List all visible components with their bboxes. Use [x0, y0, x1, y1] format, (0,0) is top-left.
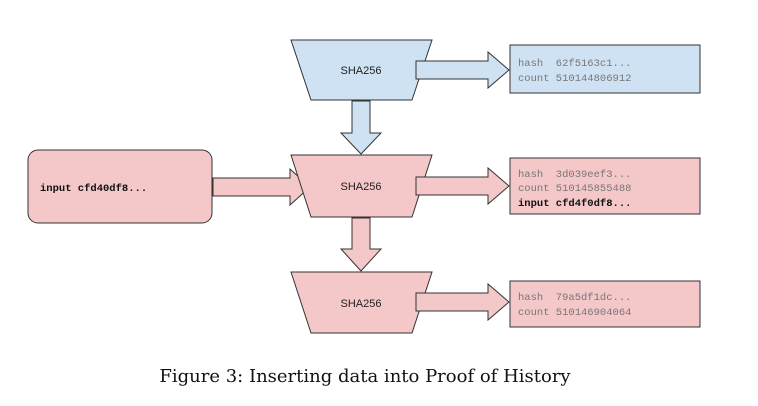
output-1-box	[509, 44, 701, 94]
arrow-hasher-1-to-output-1	[415, 50, 510, 90]
data-input-text: input cfd40df8...	[40, 183, 147, 195]
output-1-count: count 510144806912	[518, 73, 631, 85]
arrow-hasher-2-to-output-2	[415, 166, 510, 206]
hasher-3-trapezoid	[290, 271, 433, 334]
output-3-hash: hash 79a5df1dc...	[518, 292, 631, 304]
output-1-hash: hash 62f5163c1...	[518, 58, 631, 70]
data-input-box	[27, 149, 213, 224]
data-input-node: input cfd40df8...	[27, 149, 213, 224]
output-3-count: count 510146904064	[518, 307, 631, 319]
arrow-hasher-2-to-hasher-3	[339, 217, 383, 272]
hasher-2-label: SHA256	[341, 181, 382, 193]
output-2-input: input cfd4f0df8...	[518, 198, 631, 210]
hasher-3-node: SHA256	[290, 271, 433, 334]
hasher-1-trapezoid	[290, 39, 433, 101]
arrow-hasher-3-to-output-3	[415, 282, 510, 322]
output-3-node: hash 79a5df1dc... count 510146904064	[509, 280, 701, 328]
hasher-1-label: SHA256	[341, 65, 382, 77]
hasher-3-label: SHA256	[341, 298, 382, 310]
output-3-box	[509, 280, 701, 328]
figure-caption: Figure 3: Inserting data into Proof of H…	[159, 366, 571, 387]
hasher-1-node: SHA256	[290, 39, 433, 101]
output-2-node: hash 3d039eef3... count 510145855488 inp…	[509, 157, 701, 215]
output-2-box	[509, 157, 701, 215]
output-2-hash: hash 3d039eef3...	[518, 169, 631, 181]
hasher-2-trapezoid	[290, 154, 433, 218]
arrow-hasher-1-to-hasher-2	[339, 100, 383, 155]
output-2-count: count 510145855488	[518, 183, 631, 195]
output-1-node: hash 62f5163c1... count 510144806912	[509, 44, 701, 94]
arrow-input-to-hasher-2	[212, 167, 311, 207]
hasher-2-node: SHA256	[290, 154, 433, 218]
